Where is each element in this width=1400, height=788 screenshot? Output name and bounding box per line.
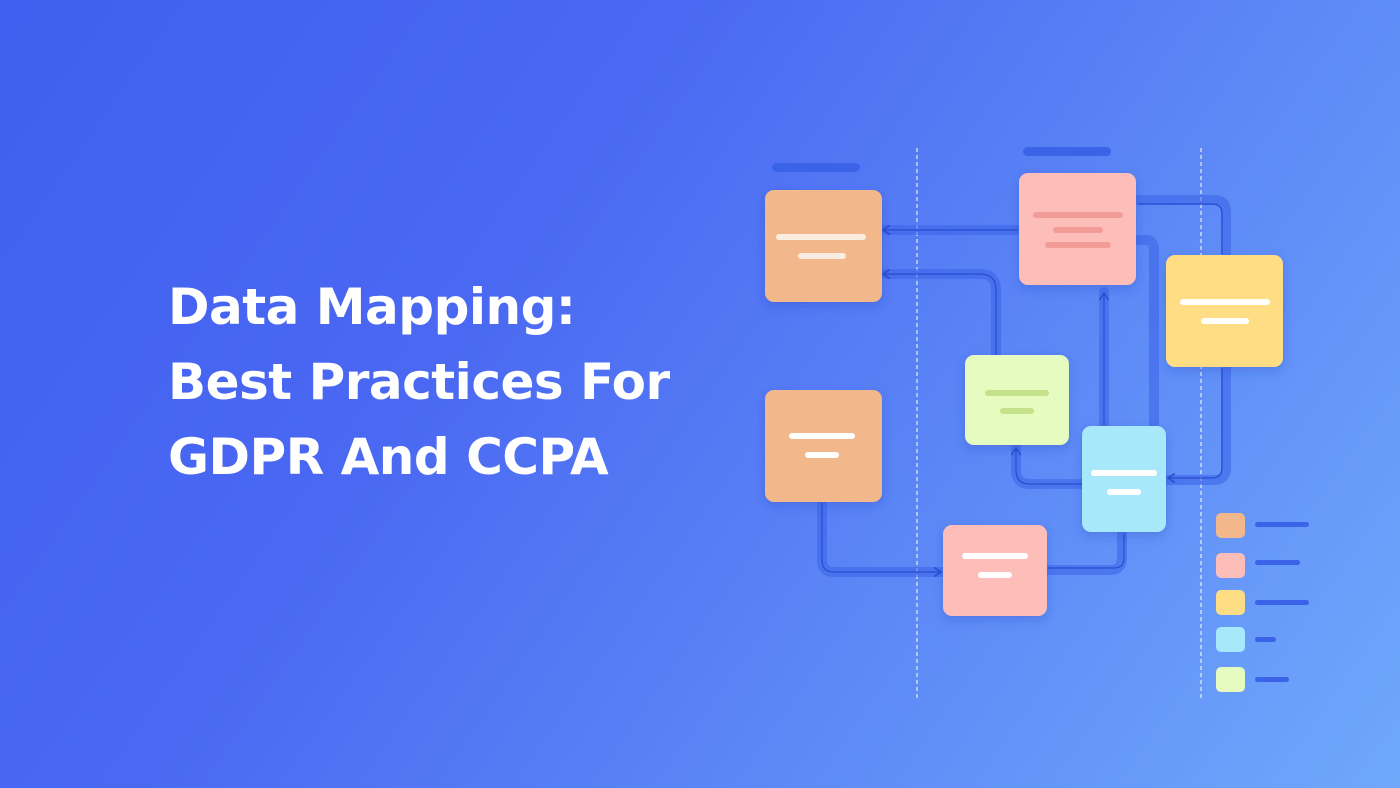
connector-arrows: [821, 203, 1223, 572]
page-title: Data Mapping: Best Practices For GDPR An…: [168, 270, 768, 495]
card-orange-bottom: [765, 390, 882, 502]
card-cyan: [1082, 426, 1166, 532]
legend-item-orange: [1216, 513, 1309, 538]
title-line-2: Best Practices For: [168, 353, 670, 411]
card-yellow: [1166, 255, 1283, 367]
card-pink-top: [1019, 173, 1136, 285]
legend-item-cyan: [1216, 627, 1276, 652]
legend-item-lime: [1216, 667, 1289, 692]
column-header-bar-middle: [1023, 147, 1111, 156]
legend-item-pink: [1216, 553, 1300, 578]
card-orange-top: [765, 190, 882, 302]
card-lime: [965, 355, 1069, 445]
legend-item-yellow: [1216, 590, 1309, 615]
card-pink-bottom: [943, 525, 1047, 616]
column-header-bar-left: [772, 163, 860, 172]
title-line-1: Data Mapping:: [168, 278, 576, 336]
legend: [1216, 513, 1309, 692]
title-line-3: GDPR And CCPA: [168, 428, 609, 486]
